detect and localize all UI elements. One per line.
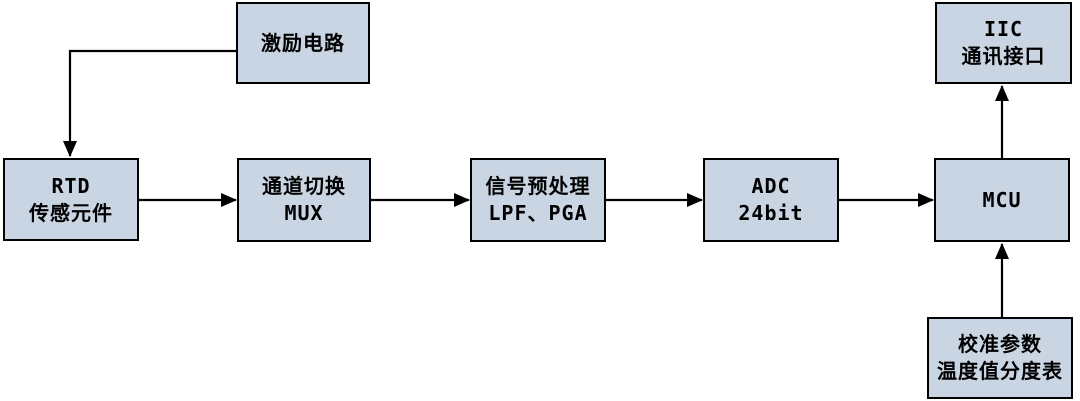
node-label-line: 校准参数 (958, 332, 1042, 356)
node-label-line: 激励电路 (261, 30, 345, 55)
arrow-excitation-to-rtd (63, 49, 236, 157)
node-excitation-circuit: 激励电路 (236, 2, 370, 84)
node-channel-mux: 通道切换 MUX (237, 158, 371, 242)
node-label-line: 24bit (738, 201, 804, 225)
node-label-line: 信号预处理 (485, 174, 591, 198)
node-label-line: 传感元件 (29, 200, 113, 225)
node-rtd-sensor: RTD 传感元件 (3, 158, 139, 241)
node-label-line: RTD (51, 173, 91, 198)
node-label-line: 通讯接口 (961, 44, 1046, 68)
node-iic-interface: IIC 通讯接口 (935, 2, 1072, 84)
node-label-line: ADC (751, 174, 791, 198)
node-label-line: LPF、PGA (488, 201, 588, 225)
node-label-line: MCU (982, 187, 1022, 212)
node-signal-preprocessing: 信号预处理 LPF、PGA (470, 158, 606, 242)
node-label-line: MUX (284, 201, 324, 225)
node-calibration-table: 校准参数 温度值分度表 (927, 317, 1073, 399)
node-adc-24bit: ADC 24bit (703, 158, 839, 242)
node-mcu: MCU (934, 158, 1070, 242)
node-label-line: IIC (983, 17, 1024, 41)
node-label-line: 通道切换 (262, 174, 346, 198)
node-label-line: 温度值分度表 (937, 359, 1063, 383)
